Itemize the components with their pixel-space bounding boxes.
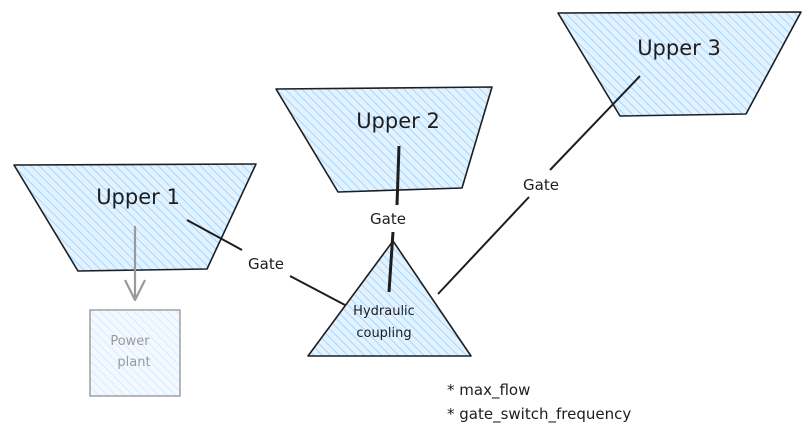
edge-upper1-coupling[interactable]: Gate [186,219,346,306]
note-item: * gate_switch_frequency [447,405,631,424]
upper-3-shape [557,11,802,117]
upper-2-label: Upper 2 [356,109,440,133]
upper-1-shape [13,163,257,272]
node-upper-3[interactable]: Upper 3 [557,11,802,117]
edge-upper1-power-plant[interactable] [124,226,146,302]
note-item: * max_flow [447,381,530,400]
node-hydraulic-coupling[interactable]: Hydraulic coupling [307,240,472,357]
coupling-shape [307,240,472,357]
notes-list: * max_flow * gate_switch_frequency [447,381,631,424]
edge-upper3-coupling[interactable]: Gate [437,75,641,295]
gate-label-1: Gate [248,255,284,273]
power-plant-shape [89,309,181,397]
gate-label-3: Gate [523,176,559,194]
node-upper-1[interactable]: Upper 1 [13,163,257,272]
node-power-plant[interactable]: Power plant [89,309,181,397]
upper-3-label: Upper 3 [637,36,721,60]
gate-line-segment [186,219,243,251]
node-upper-2[interactable]: Upper 2 [275,86,493,193]
gate-line-segment [387,231,395,293]
power-plant-label-line2: plant [117,355,150,370]
coupling-label-line2: coupling [356,326,411,341]
gate-line-segment [437,196,530,295]
edge-upper2-coupling[interactable]: Gate [370,145,406,293]
power-plant-label-line1: Power [110,334,150,349]
gate-line-segment [395,145,401,206]
gate-line-segment [289,275,346,306]
upper-2-shape [275,86,493,193]
coupling-label-line1: Hydraulic [353,304,415,319]
gate-line-segment [549,75,641,171]
arrow-head-icon [124,279,146,302]
upper-1-label: Upper 1 [96,185,180,209]
gate-label-2: Gate [370,210,406,228]
